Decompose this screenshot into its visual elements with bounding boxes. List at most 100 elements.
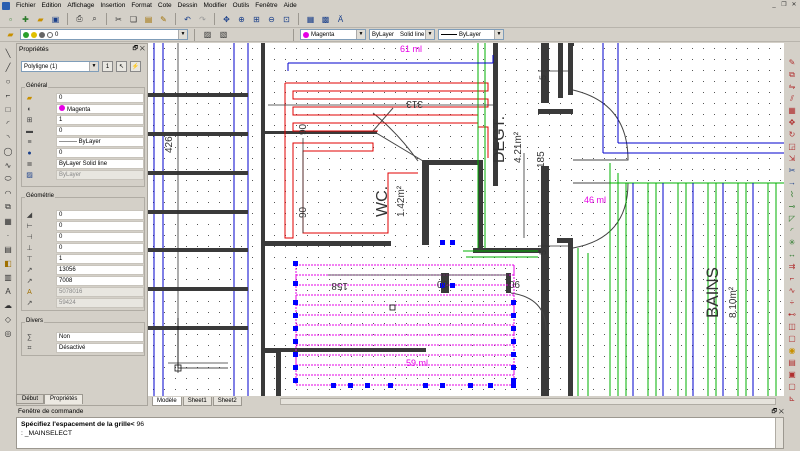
menu-edition[interactable]: Edition (41, 2, 62, 9)
revision-cloud-icon[interactable]: ☁ (4, 300, 12, 310)
fillet-icon[interactable]: ◜ (790, 226, 794, 235)
hatch-icon[interactable]: ▤ (4, 244, 12, 254)
extend-icon[interactable]: → (788, 178, 796, 187)
layer-combo[interactable]: 0 ▼ (20, 29, 188, 40)
menu-outils[interactable]: Outils (232, 2, 250, 9)
menu-fichier[interactable]: Fichier (16, 2, 36, 9)
prop-linetype-row[interactable]: ≡——— ByLayer (22, 137, 144, 148)
prop-geom-value[interactable]: 7008 (56, 276, 144, 286)
chamfer-icon[interactable]: ◸ (788, 214, 796, 223)
spline-icon[interactable]: ∿ (4, 160, 12, 170)
prop-geom-value[interactable]: 13056 (56, 265, 144, 275)
drawing-canvas[interactable]: 61 ml 426 313 90 90 WC. 1.42m² DEGT. 4.2… (148, 43, 784, 396)
minimize-icon[interactable]: _ (772, 2, 776, 8)
group-icon[interactable]: ▣ (788, 370, 796, 379)
arc2-icon[interactable]: ◝ (6, 132, 10, 142)
prop-geom-row[interactable]: ↗59424 (22, 298, 144, 309)
move-icon[interactable]: ✥ (788, 118, 796, 127)
paste-icon[interactable]: ▤ (144, 14, 153, 24)
panel-close-icon[interactable]: 🗗 ✕ (132, 46, 146, 52)
prop-plotstyle-value[interactable]: 0 (56, 148, 144, 158)
selection-combo[interactable]: Polyligne (1) ▼ (21, 61, 99, 72)
prop-plotstyle-row[interactable]: ●0 (22, 148, 144, 159)
prop-geom-row[interactable]: ◢0 (22, 210, 144, 221)
circle2-icon[interactable]: ◯ (3, 146, 13, 156)
mtext-icon[interactable]: A (5, 286, 11, 296)
draworder-icon[interactable]: ▤ (788, 358, 796, 367)
donut-icon[interactable]: ◎ (4, 328, 12, 338)
prop-geom-row[interactable]: ⊥0 (22, 243, 144, 254)
command-window[interactable]: Spécifiez l'espacement de la grille< 96 … (16, 417, 784, 449)
ellipse-arc-icon[interactable]: ◠ (4, 188, 12, 198)
ray-icon[interactable]: ╱ (5, 62, 11, 72)
prop-ltscale-row[interactable]: ⊞1 (22, 115, 144, 126)
menu-aide[interactable]: Aide (283, 2, 297, 9)
prop-geom-row[interactable]: ⊢0 (22, 221, 144, 232)
menu-insertion[interactable]: Insertion (100, 2, 126, 9)
menu-affichage[interactable]: Affichage (67, 2, 95, 9)
join-icon[interactable]: ⊸ (788, 202, 796, 211)
rectangle-icon[interactable]: □ (5, 104, 11, 114)
prop-linetype-value[interactable]: ——— ByLayer (56, 137, 144, 147)
measure-icon[interactable]: ⊷ (788, 310, 796, 319)
arc-icon[interactable]: ◜ (6, 118, 10, 128)
menu-format[interactable]: Format (131, 2, 152, 9)
align-icon[interactable]: ⇉ (788, 262, 796, 271)
prop-transparency-row[interactable]: ▨ByLayer (22, 170, 144, 181)
horizontal-scrollbar[interactable] (280, 398, 776, 405)
pan-icon[interactable]: ✥ (223, 14, 230, 24)
edit-spline-icon[interactable]: ∿ (788, 286, 796, 295)
divide-icon[interactable]: ÷ (789, 298, 795, 307)
command-scrollbar[interactable] (775, 418, 783, 448)
save-icon[interactable]: ▣ (51, 14, 60, 24)
offset-icon[interactable]: ⫽ (790, 93, 794, 103)
tab-proprietes[interactable]: Propriétés (44, 394, 84, 404)
prop-geom-row[interactable]: ⊣0 (22, 232, 144, 243)
prop-geom-value[interactable]: 0 (56, 232, 144, 242)
properties-mod-icon[interactable]: ◉ (788, 346, 796, 355)
prop-geom-row[interactable]: ↗13056 (22, 265, 144, 276)
boundary-icon[interactable]: ▢ (788, 334, 796, 343)
mirror-icon[interactable]: ⇋ (788, 82, 796, 91)
explode-icon[interactable]: ✳ (788, 238, 796, 247)
prop-color-row[interactable]: ◐Magenta (22, 104, 144, 115)
prop-color-value[interactable]: Magenta (56, 104, 144, 114)
tab-sheet2[interactable]: Sheet2 (212, 397, 242, 406)
match-properties-icon[interactable]: ✎ (160, 14, 167, 24)
prop-geom-value[interactable]: 0 (56, 221, 144, 231)
zoom-extents-icon[interactable]: ⊡ (283, 14, 290, 24)
prop-geom-value[interactable]: 0 (56, 243, 144, 253)
redo-icon[interactable]: ↷ (199, 14, 206, 24)
prop-geom-row[interactable]: ⊤1 (22, 254, 144, 265)
prop-thickness-row[interactable]: ▬0 (22, 126, 144, 137)
print-icon[interactable]: ⎙ (76, 14, 83, 23)
properties-icon[interactable]: ▦ (306, 14, 315, 24)
region-mod-icon[interactable]: ◫ (788, 322, 796, 331)
prop-geom-value[interactable]: 0 (56, 210, 144, 220)
ungroup-icon[interactable]: ▢ (788, 382, 796, 391)
menu-cote[interactable]: Cote (157, 2, 172, 9)
text-style-icon[interactable]: Ä (337, 14, 344, 24)
rotate-icon[interactable]: ↻ (788, 130, 796, 139)
prop-ltgen-row[interactable]: ⌗Désactivé (22, 343, 144, 354)
insert-block-icon[interactable]: ⧉ (5, 202, 11, 211)
undo-icon[interactable]: ↶ (184, 14, 191, 24)
color-combo[interactable]: Magenta ▼ (300, 29, 366, 40)
lineweight-combo[interactable]: ByLayer ▼ (438, 29, 504, 40)
linetype-combo[interactable]: ByLayer Solid line ▼ (369, 29, 435, 40)
region-icon[interactable]: ◧ (4, 258, 12, 268)
layer-previous-icon[interactable]: ▧ (219, 30, 228, 39)
command-close-icon[interactable]: 🗗 ✕ (771, 409, 785, 415)
ucs-mod-icon[interactable]: ⊾ (788, 394, 796, 403)
point-icon[interactable]: · (6, 230, 10, 240)
cut-icon[interactable]: ✂ (115, 14, 122, 24)
tab-modele[interactable]: Modèle (152, 397, 182, 406)
copy-object-icon[interactable]: ⧉ (789, 69, 795, 79)
select-objects-icon[interactable]: ↖ (116, 61, 127, 72)
edit-polyline-icon[interactable]: ⌐ (789, 274, 795, 283)
prop-closed-value[interactable]: Non (56, 332, 144, 342)
array-icon[interactable]: ▦ (788, 106, 796, 115)
quick-select-icon[interactable]: ⚡ (130, 61, 141, 72)
prop-geom-value[interactable]: 1 (56, 254, 144, 264)
